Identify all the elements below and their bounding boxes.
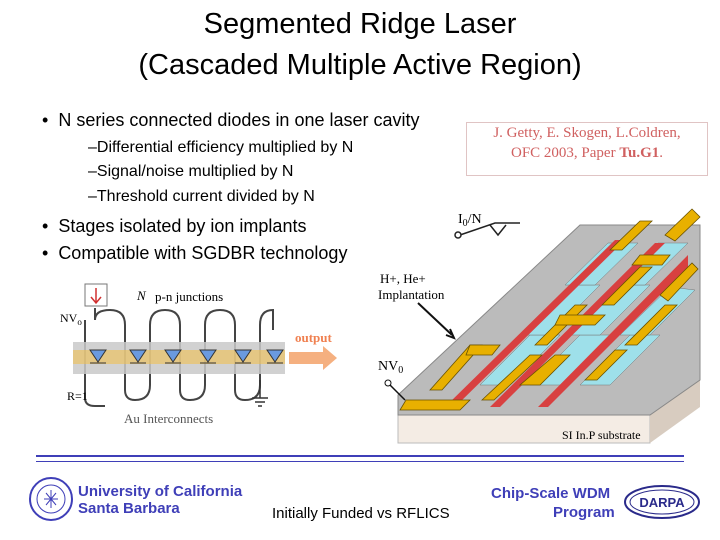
probe-icon <box>454 222 520 239</box>
program-label: Program <box>553 504 615 521</box>
bullet-dot: • <box>42 216 59 236</box>
circuit-r-label: R=1 <box>67 389 88 403</box>
bullet-sgdbr: • Compatible with SGDBR technology <box>42 243 347 264</box>
sub-bullet-efficiency: –Differential efficiency multiplied by N <box>88 139 354 156</box>
ground-icon <box>252 380 268 407</box>
substrate-side <box>650 380 700 443</box>
device-nv-label: NV0 <box>378 359 403 376</box>
gain-stripe <box>73 350 285 364</box>
bullet-dot: • <box>42 110 59 130</box>
gold-electrodes <box>399 208 701 411</box>
university-name: University of California <box>78 483 243 500</box>
bullet-ion-implants: • Stages isolated by ion implants <box>42 216 306 237</box>
slide-title-line1: Segmented Ridge Laser <box>203 8 517 40</box>
reference-venue: OFC 2003, Paper Tu.G1. <box>511 145 663 161</box>
slide-title-line2: (Cascaded Multiple Active Region) <box>138 49 582 81</box>
output-label: output <box>295 330 333 345</box>
footer-rule-bottom <box>36 461 684 462</box>
circuit-junctions-label: p-n junctions <box>155 289 223 304</box>
bullet-series-diodes: • N series connected diodes in one laser… <box>42 110 420 131</box>
bullet-text: Compatible with SGDBR technology <box>58 243 348 263</box>
bullet-dot: • <box>42 243 59 263</box>
circuit-nv-label: NVo <box>60 311 82 327</box>
university-campus: Santa Barbara <box>78 500 180 517</box>
sub-bullet-signal-noise: –Signal/noise multiplied by N <box>88 163 294 180</box>
bullet-text: N series connected diodes in one laser c… <box>58 110 420 130</box>
implant-ions-label: H+, He+ <box>380 271 426 286</box>
diode-icons <box>89 349 284 364</box>
footer-rule-top <box>36 455 684 457</box>
nv-lead <box>389 384 406 401</box>
program-name: Chip-Scale WDM <box>491 485 611 502</box>
darpa-logo: DARPA <box>624 485 700 519</box>
substrate-label: SI In.P substrate <box>562 428 641 442</box>
current-label: I0/N <box>458 212 482 229</box>
reference-authors: J. Getty, E. Skogen, L.Coldren, <box>493 125 681 141</box>
bullet-text: Stages isolated by ion implants <box>58 216 307 236</box>
darpa-logo-text: DARPA <box>639 495 685 510</box>
nv-terminal <box>384 379 392 387</box>
interconnects-label: Au Interconnects <box>124 411 213 426</box>
circuit-n-label: N <box>136 288 147 303</box>
ucsb-seal-logo <box>29 477 73 521</box>
circuit-schematic: N p-n junctions NVo R=1 output Au Interc… <box>60 283 337 426</box>
implant-arrow-icon <box>417 302 456 340</box>
output-arrow-icon <box>289 346 337 370</box>
device-3d-diagram: I0/N SI In.P substrate <box>378 208 701 444</box>
reference-box: J. Getty, E. Skogen, L.Coldren, OFC 2003… <box>466 122 708 176</box>
current-down-arrow-icon <box>90 288 102 305</box>
implant-label: Implantation <box>378 287 445 302</box>
sub-bullet-threshold: –Threshold current divided by N <box>88 188 315 205</box>
funding-note: Initially Funded vs RFLICS <box>272 505 450 522</box>
interconnect-loops <box>84 308 274 407</box>
reference-paper-id: Tu.G1 <box>619 145 660 161</box>
